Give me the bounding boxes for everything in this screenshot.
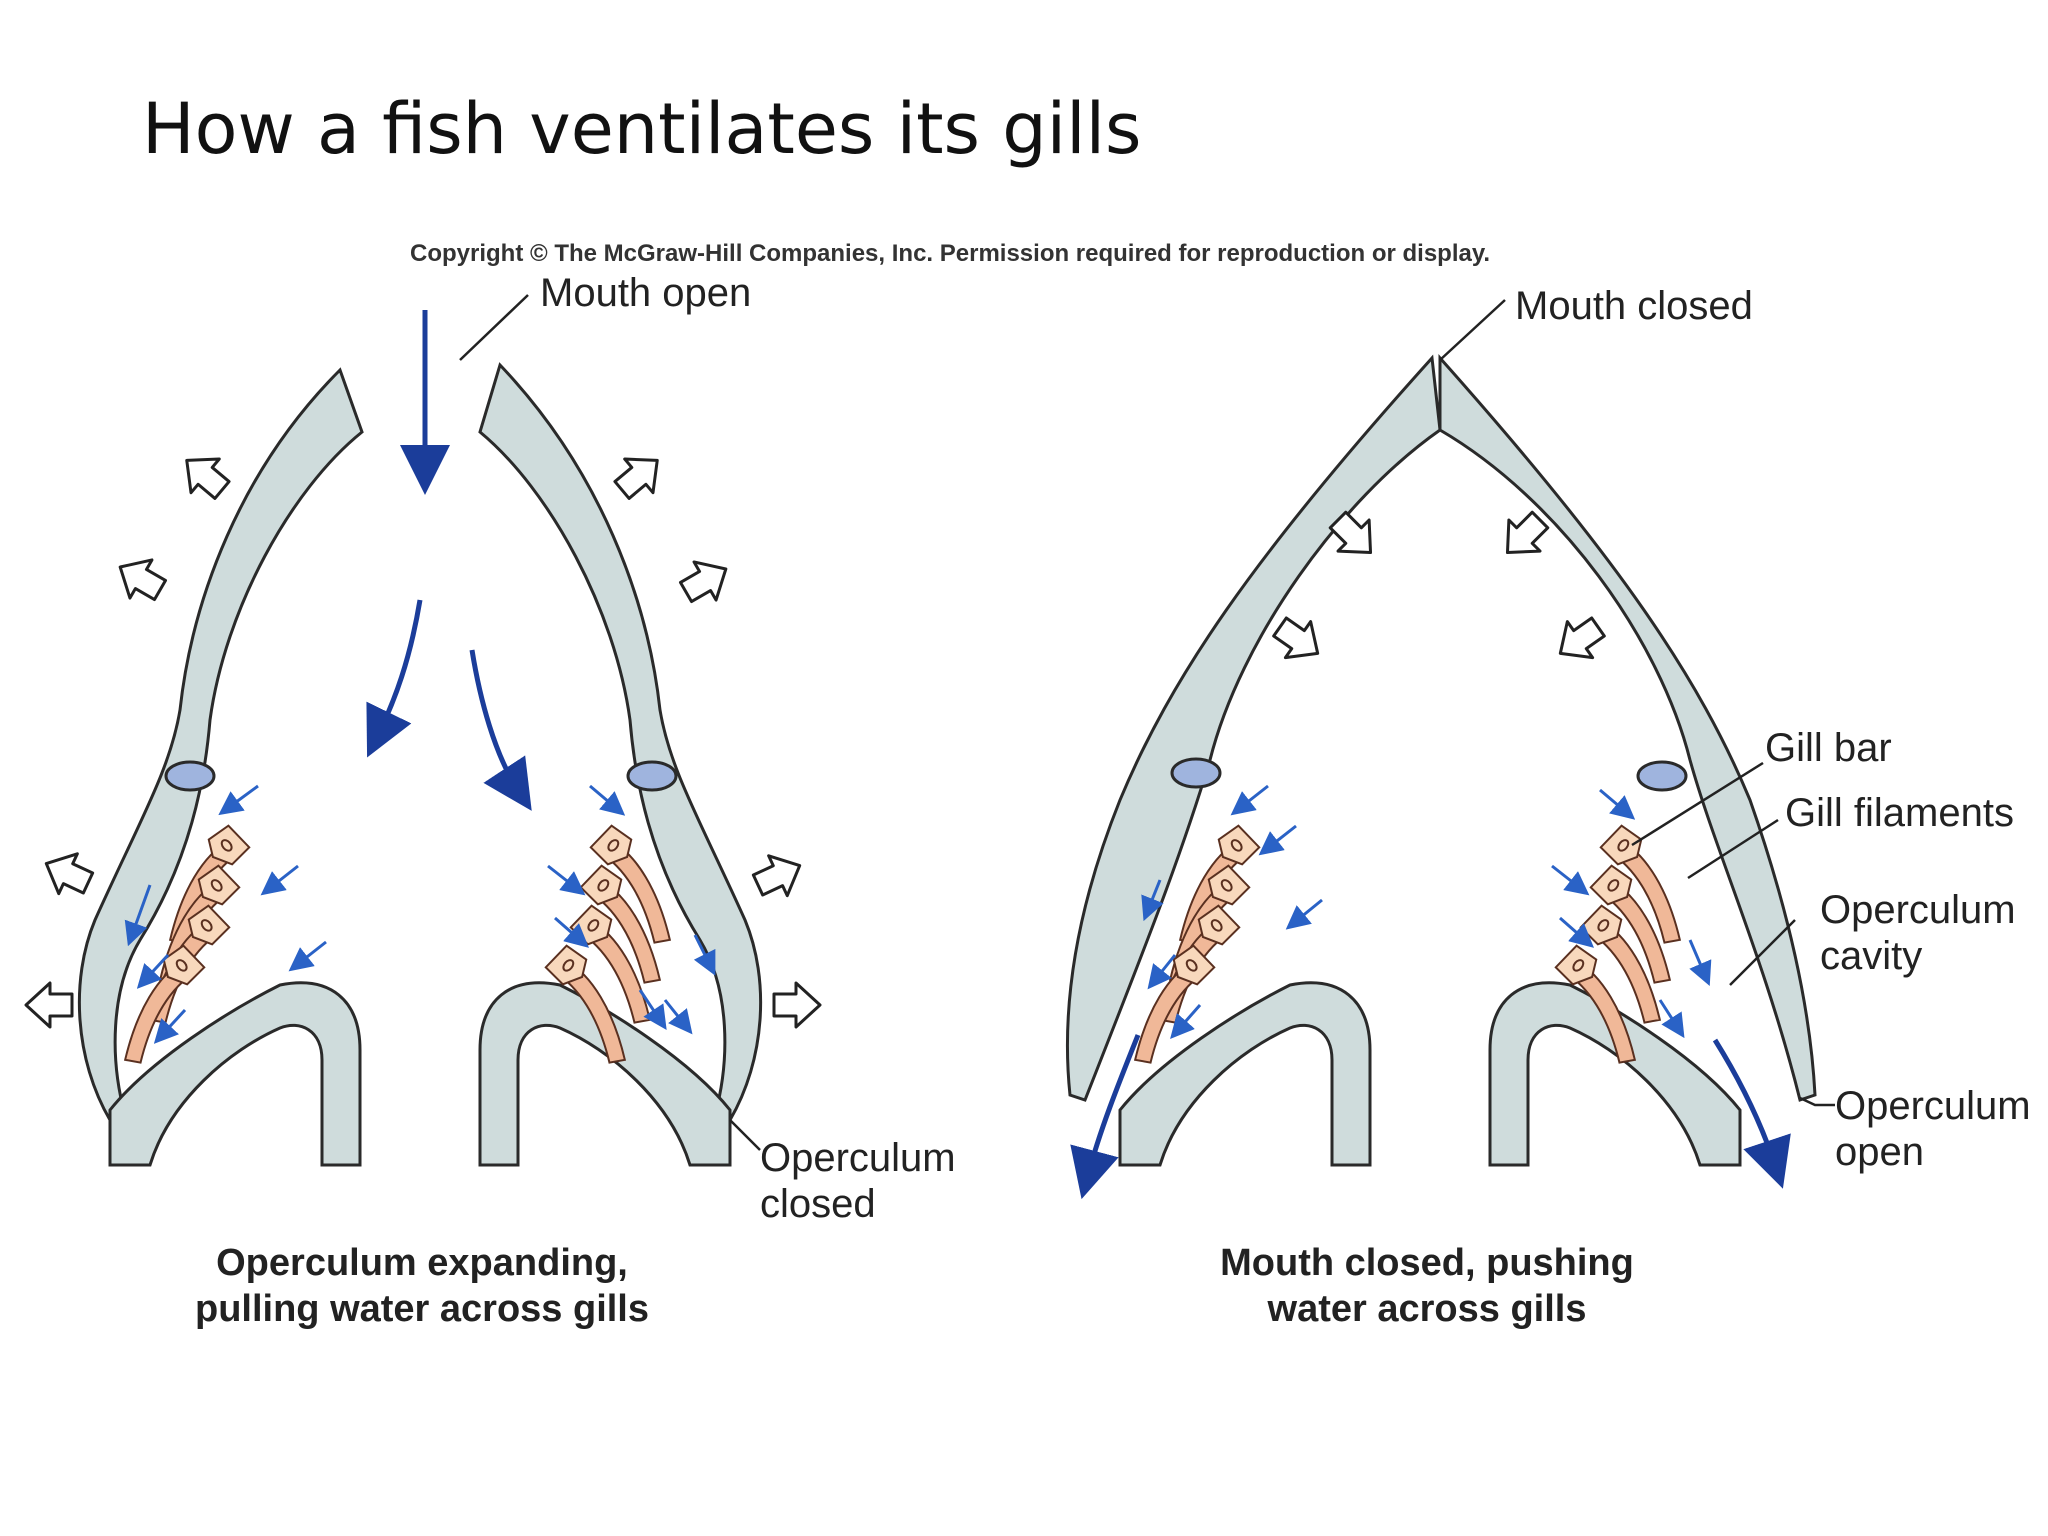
left-panel <box>24 294 822 1167</box>
operculum-cavity-line1: Operculum <box>1820 888 2016 932</box>
right-panel-small-flow-arrows <box>1141 784 1712 1040</box>
right-small-flow-arrows <box>547 784 716 1035</box>
right-panel <box>1065 299 1835 1200</box>
left-caption: Operculum expanding, pulling water acros… <box>112 1240 732 1332</box>
operculum-open-leader <box>1799 1096 1835 1107</box>
operculum-closed-label: Operculum closed <box>760 1135 956 1227</box>
mouth-closed-label: Mouth closed <box>1515 284 1753 328</box>
operculum-closed-leader <box>729 1119 761 1151</box>
mouth-closed-leader <box>1439 299 1506 361</box>
left-caption-line1: Operculum expanding, <box>216 1242 628 1284</box>
right-panel-left-wall <box>1065 354 1442 1102</box>
left-gill-bar-oval <box>164 760 216 792</box>
right-panel-right-wall <box>1438 354 1817 1102</box>
operculum-closed-line1: Operculum <box>760 1136 956 1180</box>
right-caption: Mouth closed, pushing water across gills <box>1117 1240 1737 1332</box>
operculum-open-label: Operculum open <box>1835 1083 2031 1175</box>
slide-title: How a fish ventilates its gills <box>142 88 1142 170</box>
operculum-open-line1: Operculum <box>1835 1084 2031 1128</box>
mouth-open-label: Mouth open <box>540 271 752 315</box>
mouth-open-leader <box>459 294 529 361</box>
operculum-cavity-label: Operculum cavity <box>1820 887 2016 979</box>
right-caption-line1: Mouth closed, pushing <box>1220 1242 1634 1284</box>
left-small-flow-arrows <box>124 784 327 1044</box>
right-panel-right-oval <box>1636 760 1688 792</box>
right-gill-bar-oval <box>626 760 678 792</box>
operculum-closed-line2: closed <box>760 1182 876 1226</box>
gill-bar-leader <box>1631 761 1764 847</box>
operculum-cavity-leader <box>1729 919 1796 986</box>
gill-filaments-label: Gill filaments <box>1785 791 2014 835</box>
gill-filaments-leader <box>1687 818 1779 880</box>
right-caption-line2: water across gills <box>1267 1288 1587 1330</box>
copyright-notice: Copyright © The McGraw-Hill Companies, I… <box>410 240 1491 267</box>
water-flow-right-arrow <box>469 649 532 811</box>
right-panel-left-arch <box>1118 981 1372 1167</box>
water-flow-left-arrow <box>366 599 423 758</box>
right-panel-right-filaments <box>1534 821 1715 1071</box>
outflow-left-arrow <box>1070 1034 1141 1200</box>
outflow-right-arrow <box>1712 1038 1791 1189</box>
operculum-open-line2: open <box>1835 1130 1924 1174</box>
left-gill-arch <box>108 981 362 1167</box>
operculum-cavity-line2: cavity <box>1820 934 1923 978</box>
right-panel-left-oval <box>1170 757 1222 789</box>
left-caption-line2: pulling water across gills <box>194 1288 649 1330</box>
gill-bar-label: Gill bar <box>1765 726 1892 770</box>
